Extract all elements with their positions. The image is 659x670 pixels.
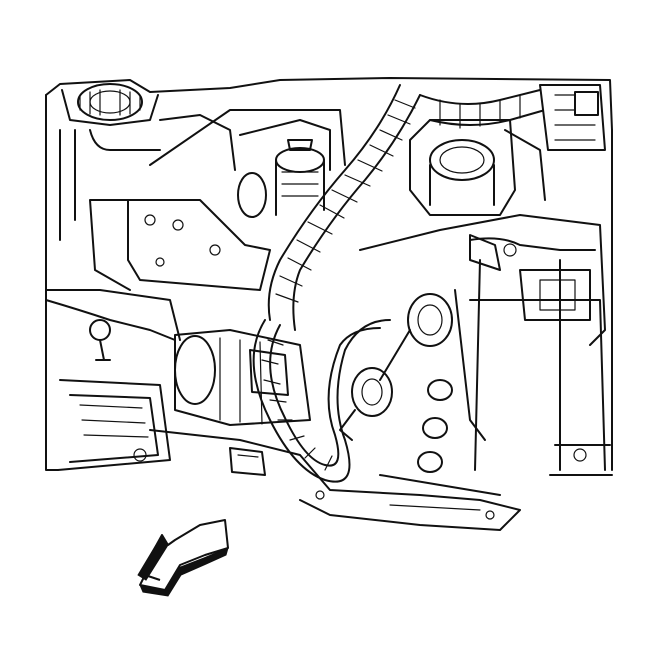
oil-pan-flange [149,429,521,531]
transmission-housing [359,214,613,476]
mounting-bracket [89,199,271,291]
harness-loop [252,319,391,483]
upper-right-connectors [504,84,606,201]
wiring-harness [267,84,546,331]
lower-left-casing [45,289,181,471]
outer-outline [45,77,613,471]
engine-block [149,109,346,218]
filler-housing [409,119,516,216]
direction-arrow-icon [137,519,229,597]
upper-left-housing [59,83,236,241]
sensor-connectors [339,234,517,473]
starter-motor [174,329,311,426]
